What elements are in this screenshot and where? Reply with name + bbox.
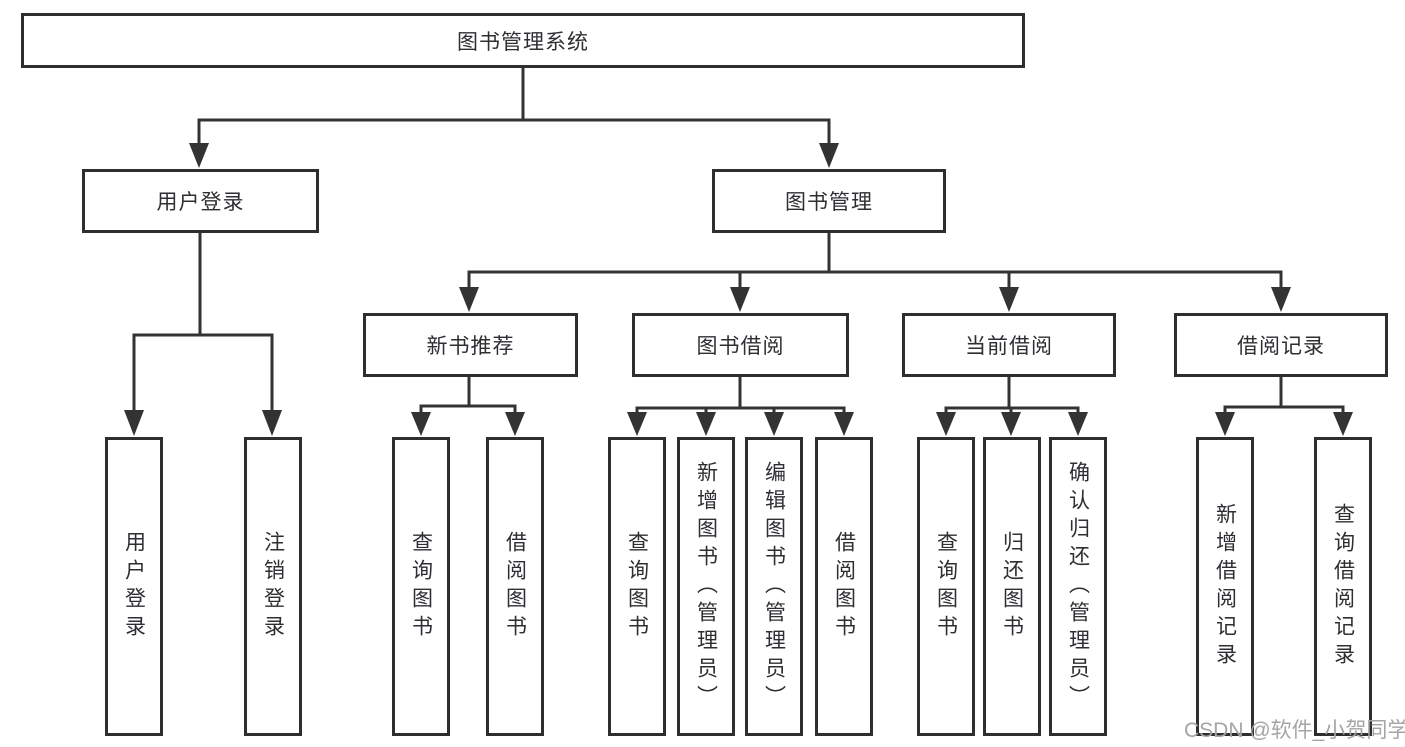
node-label: 用户登录 — [156, 191, 245, 214]
leaf-borrow-books-recommend: 借阅图书 — [486, 437, 544, 736]
node-label: 新增借阅记录 — [1213, 502, 1237, 671]
arrowhead — [730, 287, 750, 312]
node-label: 查询图书 — [625, 530, 649, 643]
connector — [132, 333, 274, 413]
arrowhead — [764, 412, 784, 436]
leaf-query-books-current: 查询图书 — [917, 437, 975, 736]
arrowhead — [834, 412, 854, 436]
node-label: 查询图书 — [409, 530, 433, 643]
node-book-management: 图书管理 — [712, 169, 946, 233]
connector — [635, 406, 846, 415]
leaf-query-books-borrow: 查询图书 — [608, 437, 666, 736]
leaf-logout: 注销登录 — [244, 437, 302, 736]
node-label: 借阅图书 — [503, 530, 527, 643]
leaf-edit-books-admin: 编辑图书（管理员） — [745, 437, 803, 736]
arrowhead — [459, 287, 479, 312]
arrowhead — [189, 143, 209, 168]
leaf-confirm-return-admin: 确认归还（管理员） — [1049, 437, 1107, 736]
node-label: 图书借阅 — [696, 335, 785, 358]
node-label: 新书推荐 — [426, 335, 515, 358]
arrowhead — [505, 412, 525, 436]
connector — [197, 118, 831, 146]
node-book-borrowing: 图书借阅 — [632, 313, 849, 377]
arrowhead — [262, 410, 282, 436]
node-label: 编辑图书（管理员） — [762, 460, 786, 713]
leaf-query-borrow-record: 查询借阅记录 — [1314, 437, 1372, 736]
node-user-login: 用户登录 — [82, 169, 319, 233]
arrowhead — [411, 412, 431, 436]
arrowhead — [1001, 412, 1021, 436]
arrowhead — [627, 412, 647, 436]
leaf-user-login: 用户登录 — [105, 437, 163, 736]
leaf-add-borrow-record: 新增借阅记录 — [1196, 437, 1254, 736]
node-label: 借阅记录 — [1237, 335, 1325, 358]
node-label: 确认归还（管理员） — [1066, 460, 1090, 713]
arrowhead — [124, 410, 144, 436]
arrowhead — [1333, 412, 1353, 436]
arrowhead — [999, 287, 1019, 312]
leaf-return-books: 归还图书 — [983, 437, 1041, 736]
arrowhead — [1215, 412, 1235, 436]
connector — [1223, 405, 1345, 415]
node-label: 注销登录 — [261, 530, 285, 643]
arrowhead — [819, 143, 839, 168]
leaf-borrow-books: 借阅图书 — [815, 437, 873, 736]
node-current-borrowing: 当前借阅 — [902, 313, 1116, 377]
node-label: 归还图书 — [1000, 530, 1024, 643]
node-label: 图书管理系统 — [457, 30, 589, 54]
node-label: 查询图书 — [934, 530, 958, 643]
arrowhead — [1068, 412, 1088, 436]
arrowhead — [936, 412, 956, 436]
leaf-query-books-recommend: 查询图书 — [392, 437, 450, 736]
csdn-watermark: CSDN @软件_小贺同学 — [1184, 719, 1405, 742]
connector — [419, 404, 517, 415]
node-label: 用户登录 — [122, 530, 146, 643]
arrowhead — [696, 412, 716, 436]
node-borrowing-records: 借阅记录 — [1174, 313, 1388, 377]
leaf-add-books-admin: 新增图书（管理员） — [677, 437, 735, 736]
node-label: 查询借阅记录 — [1331, 502, 1355, 671]
node-label: 当前借阅 — [965, 335, 1053, 358]
node-label: 图书管理 — [785, 191, 873, 214]
node-new-book-recommend: 新书推荐 — [363, 313, 578, 377]
connector — [467, 270, 1283, 290]
node-book-management-system: 图书管理系统 — [21, 13, 1025, 68]
arrowhead — [1271, 287, 1291, 312]
node-label: 新增图书（管理员） — [694, 460, 718, 713]
node-label: 借阅图书 — [832, 530, 856, 643]
